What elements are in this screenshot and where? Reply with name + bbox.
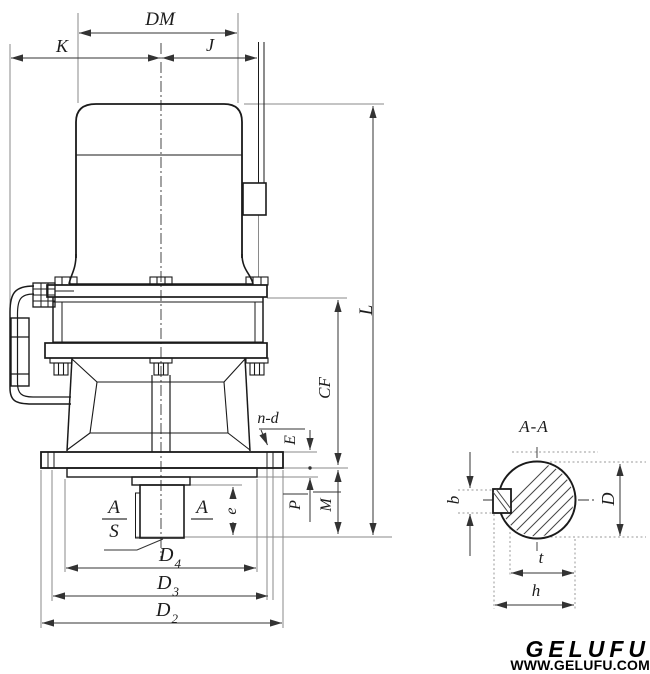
section-a-a xyxy=(492,460,577,540)
section-mark-a-left: A xyxy=(108,496,120,518)
dim-label-h: h xyxy=(531,580,541,600)
dim-label-b: b xyxy=(443,495,463,505)
cooling-pipe xyxy=(9,282,74,405)
d4-base: D xyxy=(159,544,174,566)
d2-sub: 2 xyxy=(171,611,178,626)
d2-base: D xyxy=(156,599,171,621)
dim-label-t: t xyxy=(538,547,544,567)
dim-label-dm: DM xyxy=(145,8,175,30)
dim-label-m: M xyxy=(318,498,335,512)
dim-label-j: J xyxy=(206,35,214,55)
section-mark-a-right: A xyxy=(196,496,208,518)
flange-bolts xyxy=(49,276,269,376)
keyway xyxy=(492,488,512,514)
brand-logo: GELUFU xyxy=(525,636,650,662)
section-title: A-A xyxy=(519,416,549,436)
terminal-box xyxy=(242,42,267,216)
dim-label-nd: n-d xyxy=(257,410,279,427)
extension-lines xyxy=(9,13,392,628)
dim-label-l: L xyxy=(355,304,377,316)
dimension-lines xyxy=(11,29,624,627)
d3-sub: 3 xyxy=(172,584,179,599)
section-mark-s: S xyxy=(109,520,119,542)
motor-body xyxy=(68,103,254,285)
d3-base: D xyxy=(157,572,172,594)
dim-label-k: K xyxy=(55,36,68,56)
bell-housing xyxy=(66,357,251,452)
brand-website: WWW.GELUFU.COM xyxy=(510,657,650,673)
gearbox-housing xyxy=(44,284,268,359)
d4-sub: 4 xyxy=(174,556,181,571)
dim-label-cf: CF xyxy=(314,377,334,399)
dim-label-d: D xyxy=(598,492,618,506)
output-flange-shaft xyxy=(40,451,284,539)
dim-label-e-flange: E xyxy=(282,435,299,445)
